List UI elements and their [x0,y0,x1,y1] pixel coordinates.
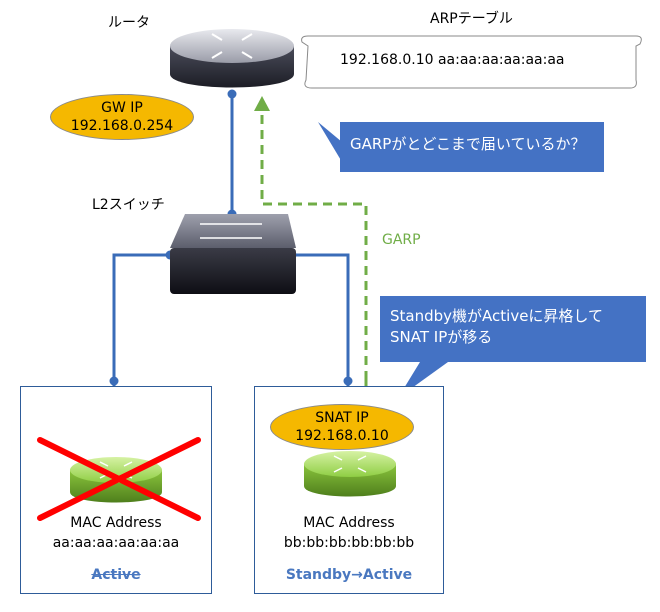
active-mac-title: MAC Address [70,515,162,531]
garp-label: GARP [382,232,421,248]
callout-top-shape [318,122,604,172]
arp-table-entry: 192.168.0.10 aa:aa:aa:aa:aa:aa [340,52,565,68]
gateway-ip-value: 192.168.0.254 [70,118,174,134]
arp-table-title: ARPテーブル [430,11,513,27]
switch-label: L2スイッチ [92,197,165,213]
router-icon [170,29,294,88]
snat-ip-name: SNAT IP [315,410,369,426]
snat-ip-badge: SNAT IP 192.168.0.10 [270,404,414,450]
callout-top-text: GARPがとどこまで届いているか？ [350,135,586,153]
callout-mid-line2: SNAT IPが移る [390,328,493,346]
snat-ip-value: 192.168.0.10 [295,428,389,444]
gateway-ip-badge: GW IP 192.168.0.254 [50,94,194,140]
callout-mid-shape [380,296,646,398]
garp-arrowhead [254,96,270,111]
standby-mac-value: bb:bb:bb:bb:bb:bb [283,535,415,551]
gateway-ip-name: GW IP [101,100,143,116]
switch-icon [170,214,296,294]
callout-mid-line1: Standby機がActiveに昇格して [390,307,603,325]
standby-mac-block: MAC Address bb:bb:bb:bb:bb:bb [255,513,443,553]
active-mac-value: aa:aa:aa:aa:aa:aa [52,535,180,551]
garp-path [260,112,368,380]
callout-mid-text: Standby機がActiveに昇格して SNAT IPが移る [390,306,603,348]
active-mac-block: MAC Address aa:aa:aa:aa:aa:aa [21,513,211,553]
arp-table-scroll [301,35,642,89]
active-node-box: MAC Address aa:aa:aa:aa:aa:aa Active [20,386,212,594]
standby-status: Standby→Active [285,567,413,583]
standby-mac-title: MAC Address [303,515,395,531]
router-label: ルータ [108,15,150,31]
network-links [112,94,350,380]
active-status: Active [91,567,141,583]
